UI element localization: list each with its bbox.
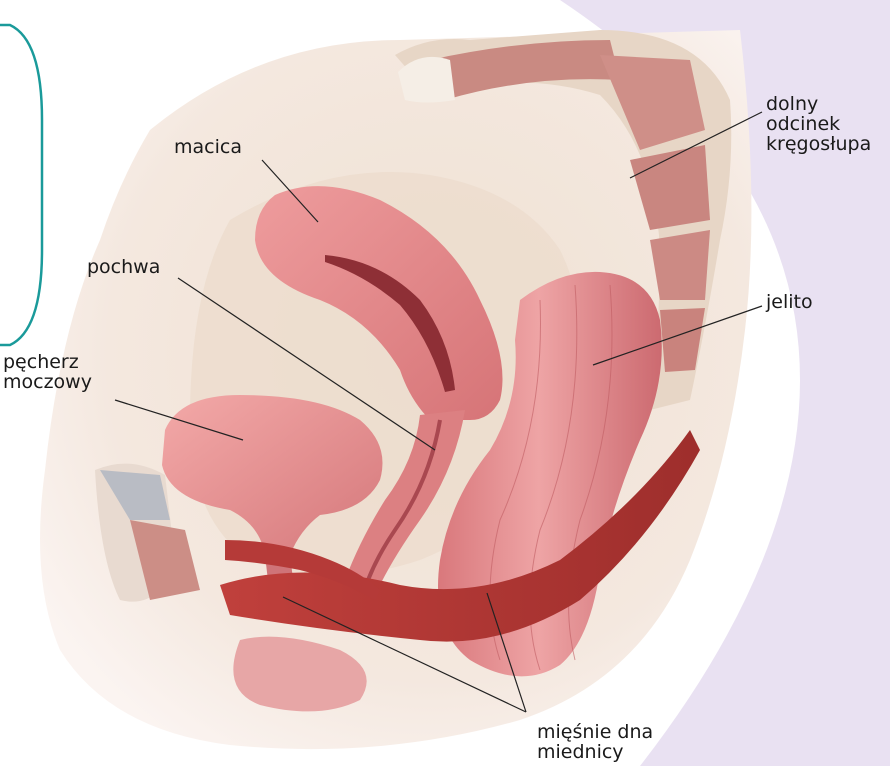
label-bowel: jelito [766,292,813,312]
label-pelvic-floor-line-2: miednicy [537,742,653,762]
label-uterus: macica [174,137,242,157]
label-pelvic-floor: mięśnie dna miednicy [537,722,653,762]
teal-panel-border [0,25,42,345]
label-spine: dolny odcinek kręgosłupa [766,94,871,154]
label-bladder-line-1: pęcherz [3,352,92,372]
label-spine-line-2: odcinek [766,114,871,134]
label-vagina: pochwa [87,257,160,277]
label-spine-line-3: kręgosłupa [766,134,871,154]
label-pelvic-floor-line-1: mięśnie dna [537,722,653,742]
label-spine-line-1: dolny [766,94,871,114]
label-bladder-line-2: moczowy [3,372,92,392]
label-bladder: pęcherz moczowy [3,352,92,392]
